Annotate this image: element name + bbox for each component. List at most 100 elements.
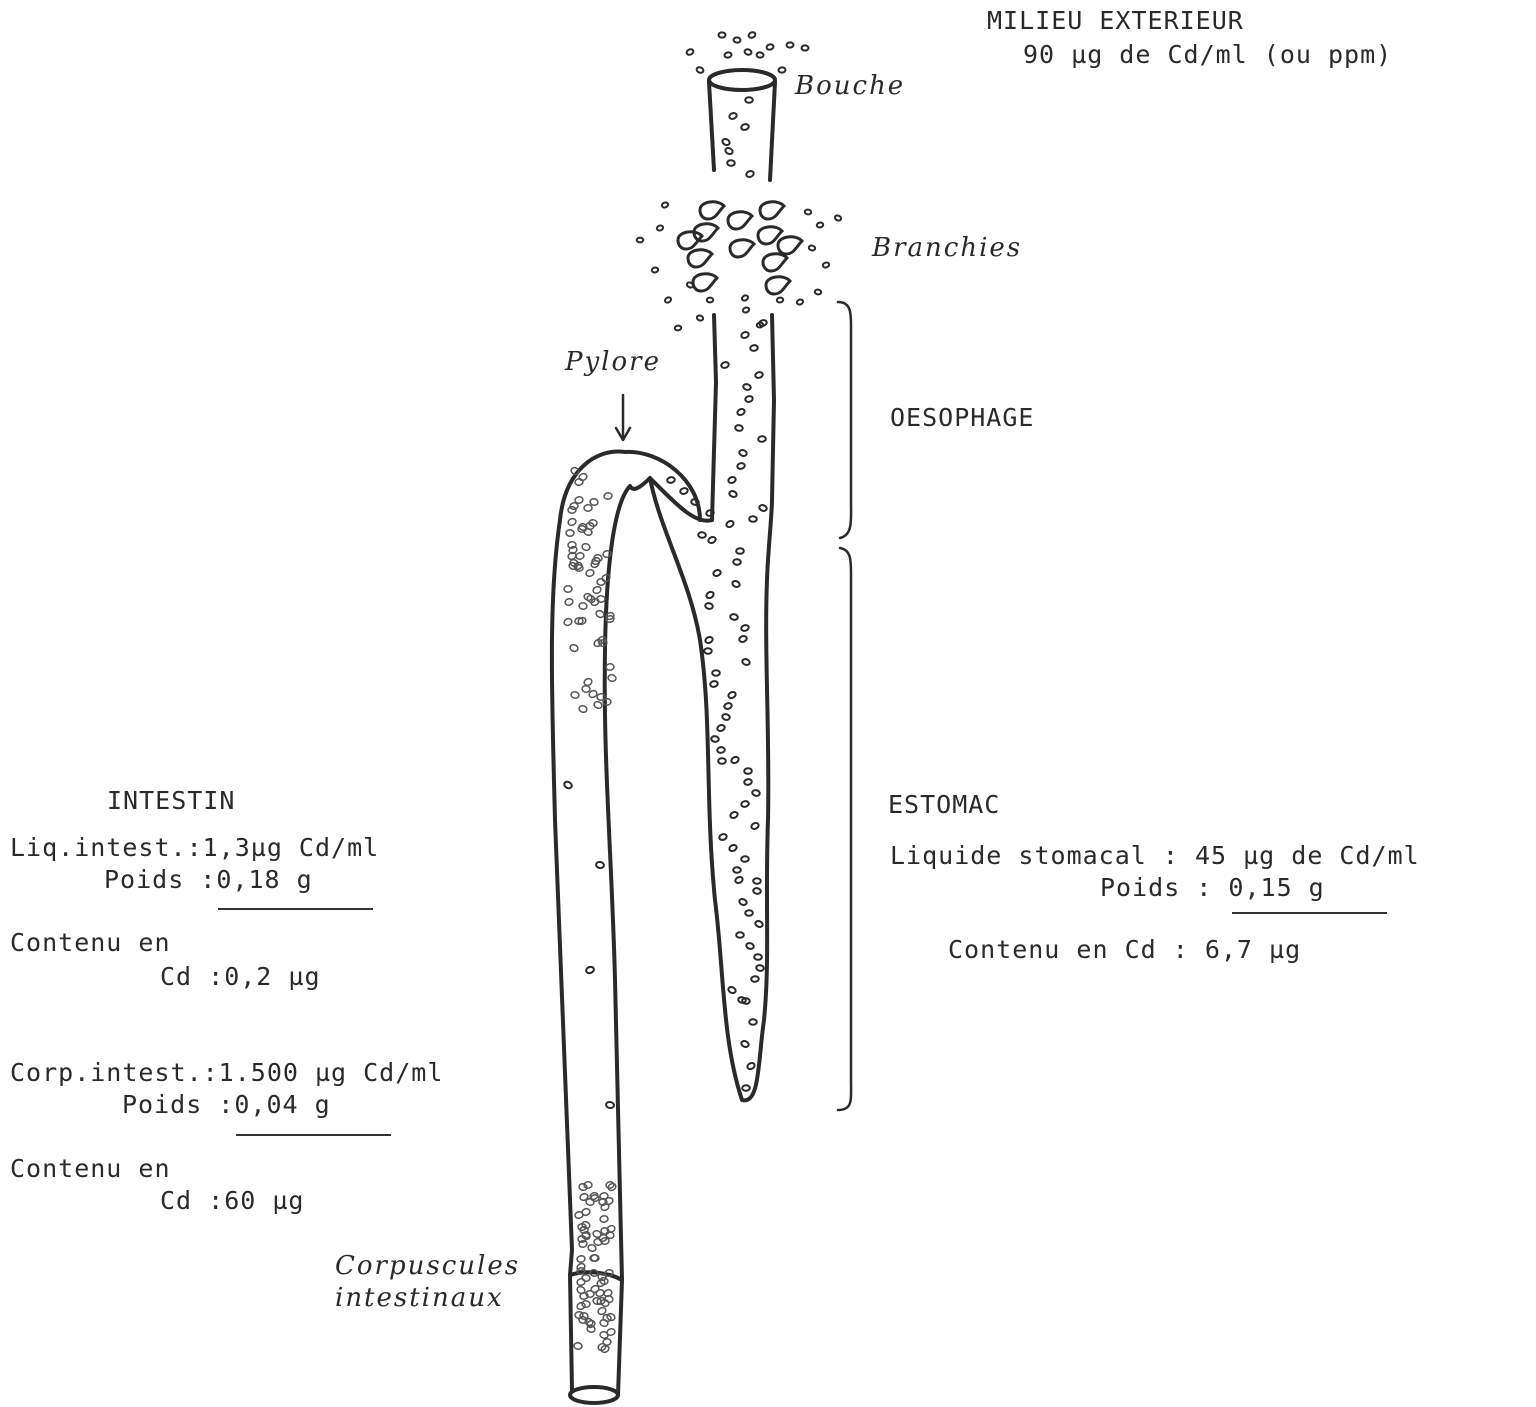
corpuscules-label-2: intestinaux xyxy=(335,1284,504,1314)
particle xyxy=(680,487,689,495)
particle xyxy=(733,867,741,873)
corpuscle xyxy=(574,1342,583,1349)
mouth-tube-left xyxy=(709,82,714,170)
intestin-contenu-corpuscules-1: Contenu en xyxy=(10,1156,171,1181)
particle xyxy=(563,780,573,789)
particle xyxy=(805,209,812,214)
corpuscle xyxy=(577,1278,586,1286)
gill-lamella xyxy=(688,250,712,267)
corpuscle xyxy=(583,677,593,686)
corpuscules-label-1: Corpuscules xyxy=(335,1252,520,1282)
particle xyxy=(691,499,700,506)
particle xyxy=(707,298,713,303)
particle xyxy=(718,833,727,841)
particle xyxy=(661,202,669,209)
particle xyxy=(729,811,738,819)
particle xyxy=(744,768,752,774)
particle xyxy=(730,614,738,621)
intestin-rule-2 xyxy=(236,1134,391,1136)
particle xyxy=(722,713,731,721)
particle xyxy=(727,691,736,699)
particle xyxy=(816,222,823,228)
gill-lamella xyxy=(763,254,787,271)
particle xyxy=(596,861,605,868)
intestin-contenu-liquide-2: Cd :0,2 µg xyxy=(160,964,321,989)
particle xyxy=(834,215,842,222)
oesophage-label: OESOPHAGE xyxy=(890,405,1034,430)
particle xyxy=(758,504,767,512)
particle xyxy=(606,1101,615,1108)
particle xyxy=(808,245,815,251)
corpuscle xyxy=(593,701,603,710)
particle xyxy=(716,724,725,732)
particle xyxy=(745,170,754,178)
corpuscle xyxy=(581,543,591,552)
particle xyxy=(756,965,764,972)
particle xyxy=(740,1040,749,1048)
particle xyxy=(696,315,704,322)
particle xyxy=(724,147,733,155)
particle xyxy=(736,408,745,416)
particle xyxy=(725,520,734,529)
particle xyxy=(675,325,682,330)
intestine-end-right xyxy=(618,1280,622,1395)
corpuscle xyxy=(570,467,580,476)
particle xyxy=(724,52,732,59)
particle xyxy=(727,160,735,166)
corpuscle xyxy=(567,518,577,527)
particle xyxy=(704,648,712,654)
particle xyxy=(744,48,752,55)
corpuscle xyxy=(575,552,584,560)
corpuscle xyxy=(595,609,605,618)
particle xyxy=(754,920,763,928)
corpuscle xyxy=(584,505,592,512)
gill-lamella xyxy=(778,237,802,254)
particle xyxy=(710,680,719,687)
intestin-contenu-liquide-1: Contenu en xyxy=(10,930,171,955)
intestine-end-left xyxy=(570,1275,572,1390)
particle xyxy=(705,602,714,609)
corpuscle xyxy=(607,674,616,682)
particle xyxy=(727,476,736,484)
particle xyxy=(667,477,676,484)
particle xyxy=(721,138,730,147)
gill-lamella xyxy=(730,240,754,257)
intestin-corpuscules: Corp.intest.:1.500 µg Cd/ml xyxy=(10,1060,443,1085)
corpuscle xyxy=(595,1289,605,1298)
mouth-tube-right xyxy=(770,82,775,180)
particle xyxy=(741,800,750,807)
particle xyxy=(733,559,741,565)
particle xyxy=(749,516,757,522)
intestin-liquide: Liq.intest.:1,3µg Cd/ml xyxy=(10,835,379,860)
pylore-label: Pylore xyxy=(565,348,661,378)
particle xyxy=(778,67,785,73)
particle xyxy=(712,670,720,676)
particle xyxy=(744,779,752,786)
intestin-poids-corpuscules: Poids :0,04 g xyxy=(122,1092,331,1117)
corpuscle xyxy=(603,1338,612,1345)
particle xyxy=(698,532,706,538)
corpuscle xyxy=(590,1285,600,1294)
corpuscle xyxy=(577,1255,586,1262)
particle xyxy=(766,44,774,51)
gill-lamella xyxy=(760,202,784,219)
oesophagus-left-wall xyxy=(712,315,716,520)
particle xyxy=(753,888,761,895)
particle xyxy=(734,876,743,884)
intestin-poids-liquide: Poids :0,18 g xyxy=(104,867,313,892)
corpuscle xyxy=(597,579,605,586)
particle xyxy=(717,747,725,753)
particle xyxy=(745,910,753,916)
corpuscle xyxy=(578,705,588,714)
corpuscle xyxy=(564,586,572,593)
corpuscle xyxy=(600,1299,610,1308)
corpuscle xyxy=(571,691,580,698)
particle xyxy=(750,345,758,352)
particle xyxy=(740,331,749,339)
particle xyxy=(735,425,743,432)
particle xyxy=(741,856,749,862)
anus-opening xyxy=(570,1387,618,1403)
particle xyxy=(696,66,704,74)
gill-lamella xyxy=(700,202,724,219)
corpuscle xyxy=(579,603,587,610)
